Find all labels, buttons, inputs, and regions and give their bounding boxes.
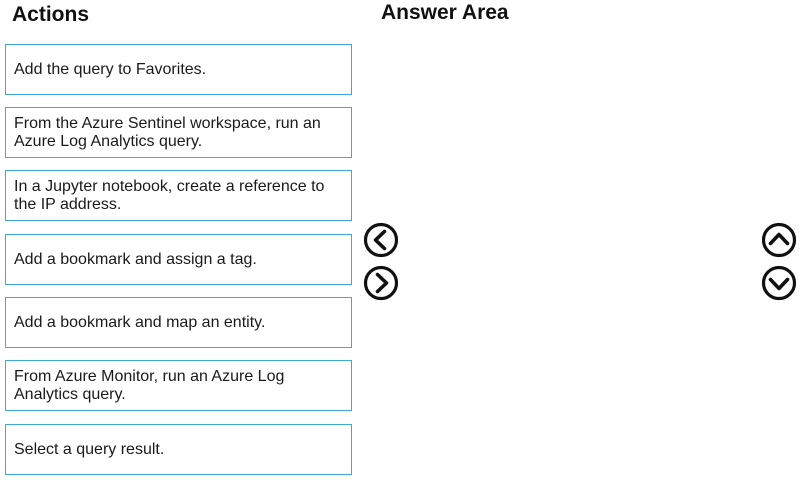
action-item-label: From the Azure Sentinel workspace, run a… xyxy=(14,114,321,150)
action-item-label: From Azure Monitor, run an Azure Log Ana… xyxy=(14,367,285,403)
action-item-label: In a Jupyter notebook, create a referenc… xyxy=(14,177,325,213)
move-down-button[interactable] xyxy=(761,265,797,301)
answer-area-heading: Answer Area xyxy=(381,1,509,24)
action-item[interactable]: Select a query result. xyxy=(5,424,352,475)
action-item[interactable]: From the Azure Sentinel workspace, run a… xyxy=(5,107,352,158)
answer-area-dropzone[interactable] xyxy=(380,30,750,470)
action-item[interactable]: In a Jupyter notebook, create a referenc… xyxy=(5,170,352,221)
action-item-label: Add a bookmark and map an entity. xyxy=(14,313,266,331)
action-item-label: Add a bookmark and assign a tag. xyxy=(14,250,257,268)
circle-chevron-down-icon xyxy=(761,265,797,301)
action-item-label: Add the query to Favorites. xyxy=(14,60,207,78)
action-item[interactable]: From Azure Monitor, run an Azure Log Ana… xyxy=(5,360,352,411)
action-item[interactable]: Add a bookmark and assign a tag. xyxy=(5,234,352,285)
circle-chevron-up-icon xyxy=(761,222,797,258)
move-right-button[interactable] xyxy=(363,265,399,301)
move-up-button[interactable] xyxy=(761,222,797,258)
move-left-button[interactable] xyxy=(363,222,399,258)
action-item[interactable]: Add the query to Favorites. xyxy=(5,44,352,95)
action-item-label: Select a query result. xyxy=(14,440,165,458)
circle-chevron-left-icon xyxy=(363,222,399,258)
action-item[interactable]: Add a bookmark and map an entity. xyxy=(5,297,352,348)
actions-heading: Actions xyxy=(12,3,90,26)
circle-chevron-right-icon xyxy=(363,265,399,301)
